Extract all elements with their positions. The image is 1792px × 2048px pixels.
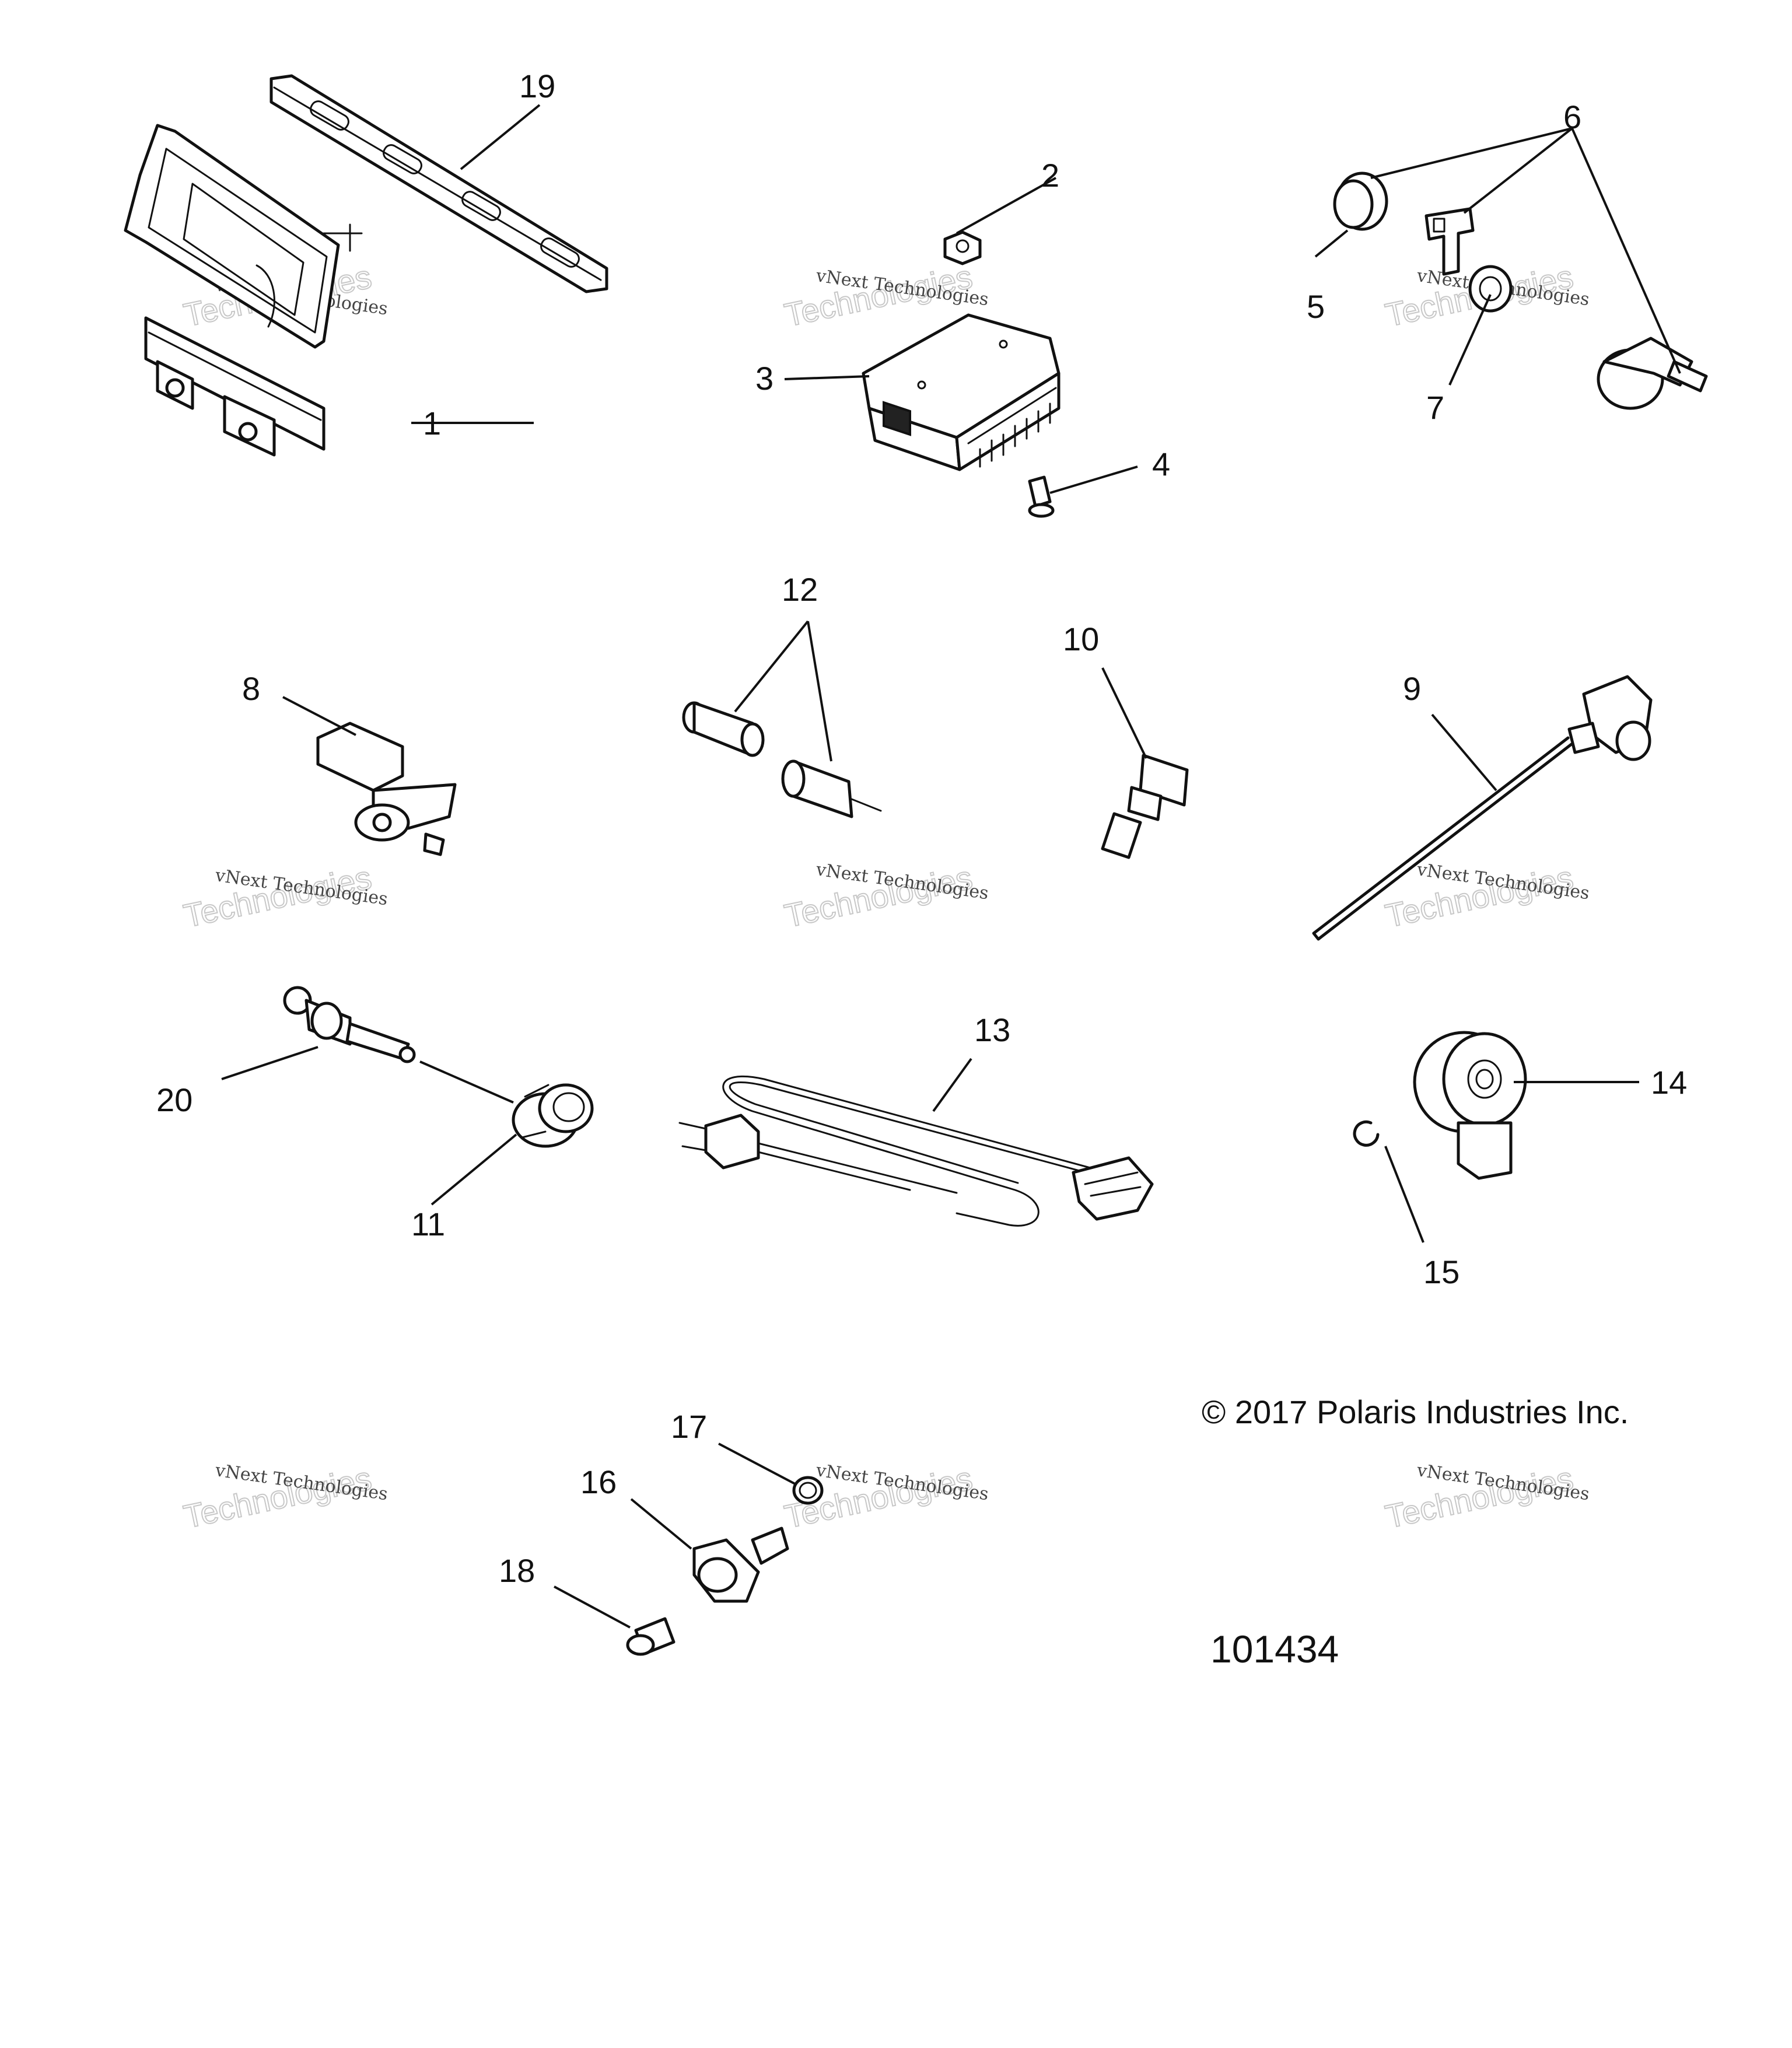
callout-16: 16: [580, 1464, 617, 1500]
part-13-harness: [678, 1076, 1154, 1227]
watermark: Technologies vNext Technologies: [780, 858, 989, 935]
diagram-id: 101434: [1210, 1627, 1339, 1671]
callout-9: 9: [1403, 670, 1421, 707]
part-18-bolt: [626, 1617, 676, 1656]
part-7-grommet: [1468, 265, 1513, 313]
callout-15: 15: [1423, 1254, 1460, 1290]
part-8-map-sensor: [316, 722, 457, 856]
callout-18: 18: [499, 1552, 535, 1589]
watermark: Technologies vNext Technologies: [180, 1459, 388, 1536]
part-1-ecu: [124, 124, 363, 457]
callout-10: 10: [1063, 621, 1099, 657]
callout-1: 1: [423, 405, 441, 442]
leader-lines: [221, 104, 1681, 1629]
callout-3: 3: [755, 360, 774, 397]
part-11-grommet: [512, 1083, 594, 1148]
part-20-sensor: [283, 986, 416, 1063]
callout-6: 6: [1563, 99, 1581, 135]
part-10-temp-sensor: [1101, 754, 1189, 859]
part-19-bracket: [270, 74, 608, 293]
copyright-notice: © 2017 Polaris Industries Inc.: [1202, 1394, 1629, 1430]
part-14-knock-sensor: [1413, 1031, 1527, 1180]
callout-20: 20: [156, 1081, 192, 1118]
callout-2: 2: [1041, 157, 1059, 194]
callout-8: 8: [242, 670, 260, 707]
part-15-clip: [1353, 1120, 1380, 1147]
callout-13: 13: [974, 1011, 1010, 1048]
part-9-speed-sensor: [1312, 675, 1653, 941]
callout-17: 17: [671, 1408, 707, 1445]
part-12-connector-b: [781, 759, 882, 818]
part-6-tab: [1424, 207, 1475, 276]
part-2-nut: [943, 230, 982, 265]
callout-12: 12: [782, 571, 818, 608]
part-6-sensor: [1597, 337, 1708, 410]
part-12-connector-a: [682, 701, 765, 757]
callout-11: 11: [411, 1206, 445, 1242]
callout-19: 19: [519, 68, 555, 104]
part-17-o-ring: [792, 1476, 824, 1505]
callout-7: 7: [1426, 389, 1444, 426]
part-4-screw: [1028, 475, 1055, 518]
part-5-cap: [1333, 171, 1388, 231]
watermark: Technologies vNext Technologies: [180, 858, 388, 935]
callout-labels: 1 2 3 4 5 6 7 8 9 10 11 12 13 14 15 16 1…: [156, 68, 1687, 1589]
part-3-module: [862, 313, 1060, 471]
watermark: Technologies vNext Technologies: [1381, 858, 1590, 935]
callout-14: 14: [1651, 1064, 1687, 1101]
callout-4: 4: [1152, 446, 1170, 482]
watermark: Technologies vNext Technologies: [1381, 1459, 1590, 1536]
part-16-sensor: [692, 1527, 789, 1603]
callout-5: 5: [1307, 288, 1325, 325]
